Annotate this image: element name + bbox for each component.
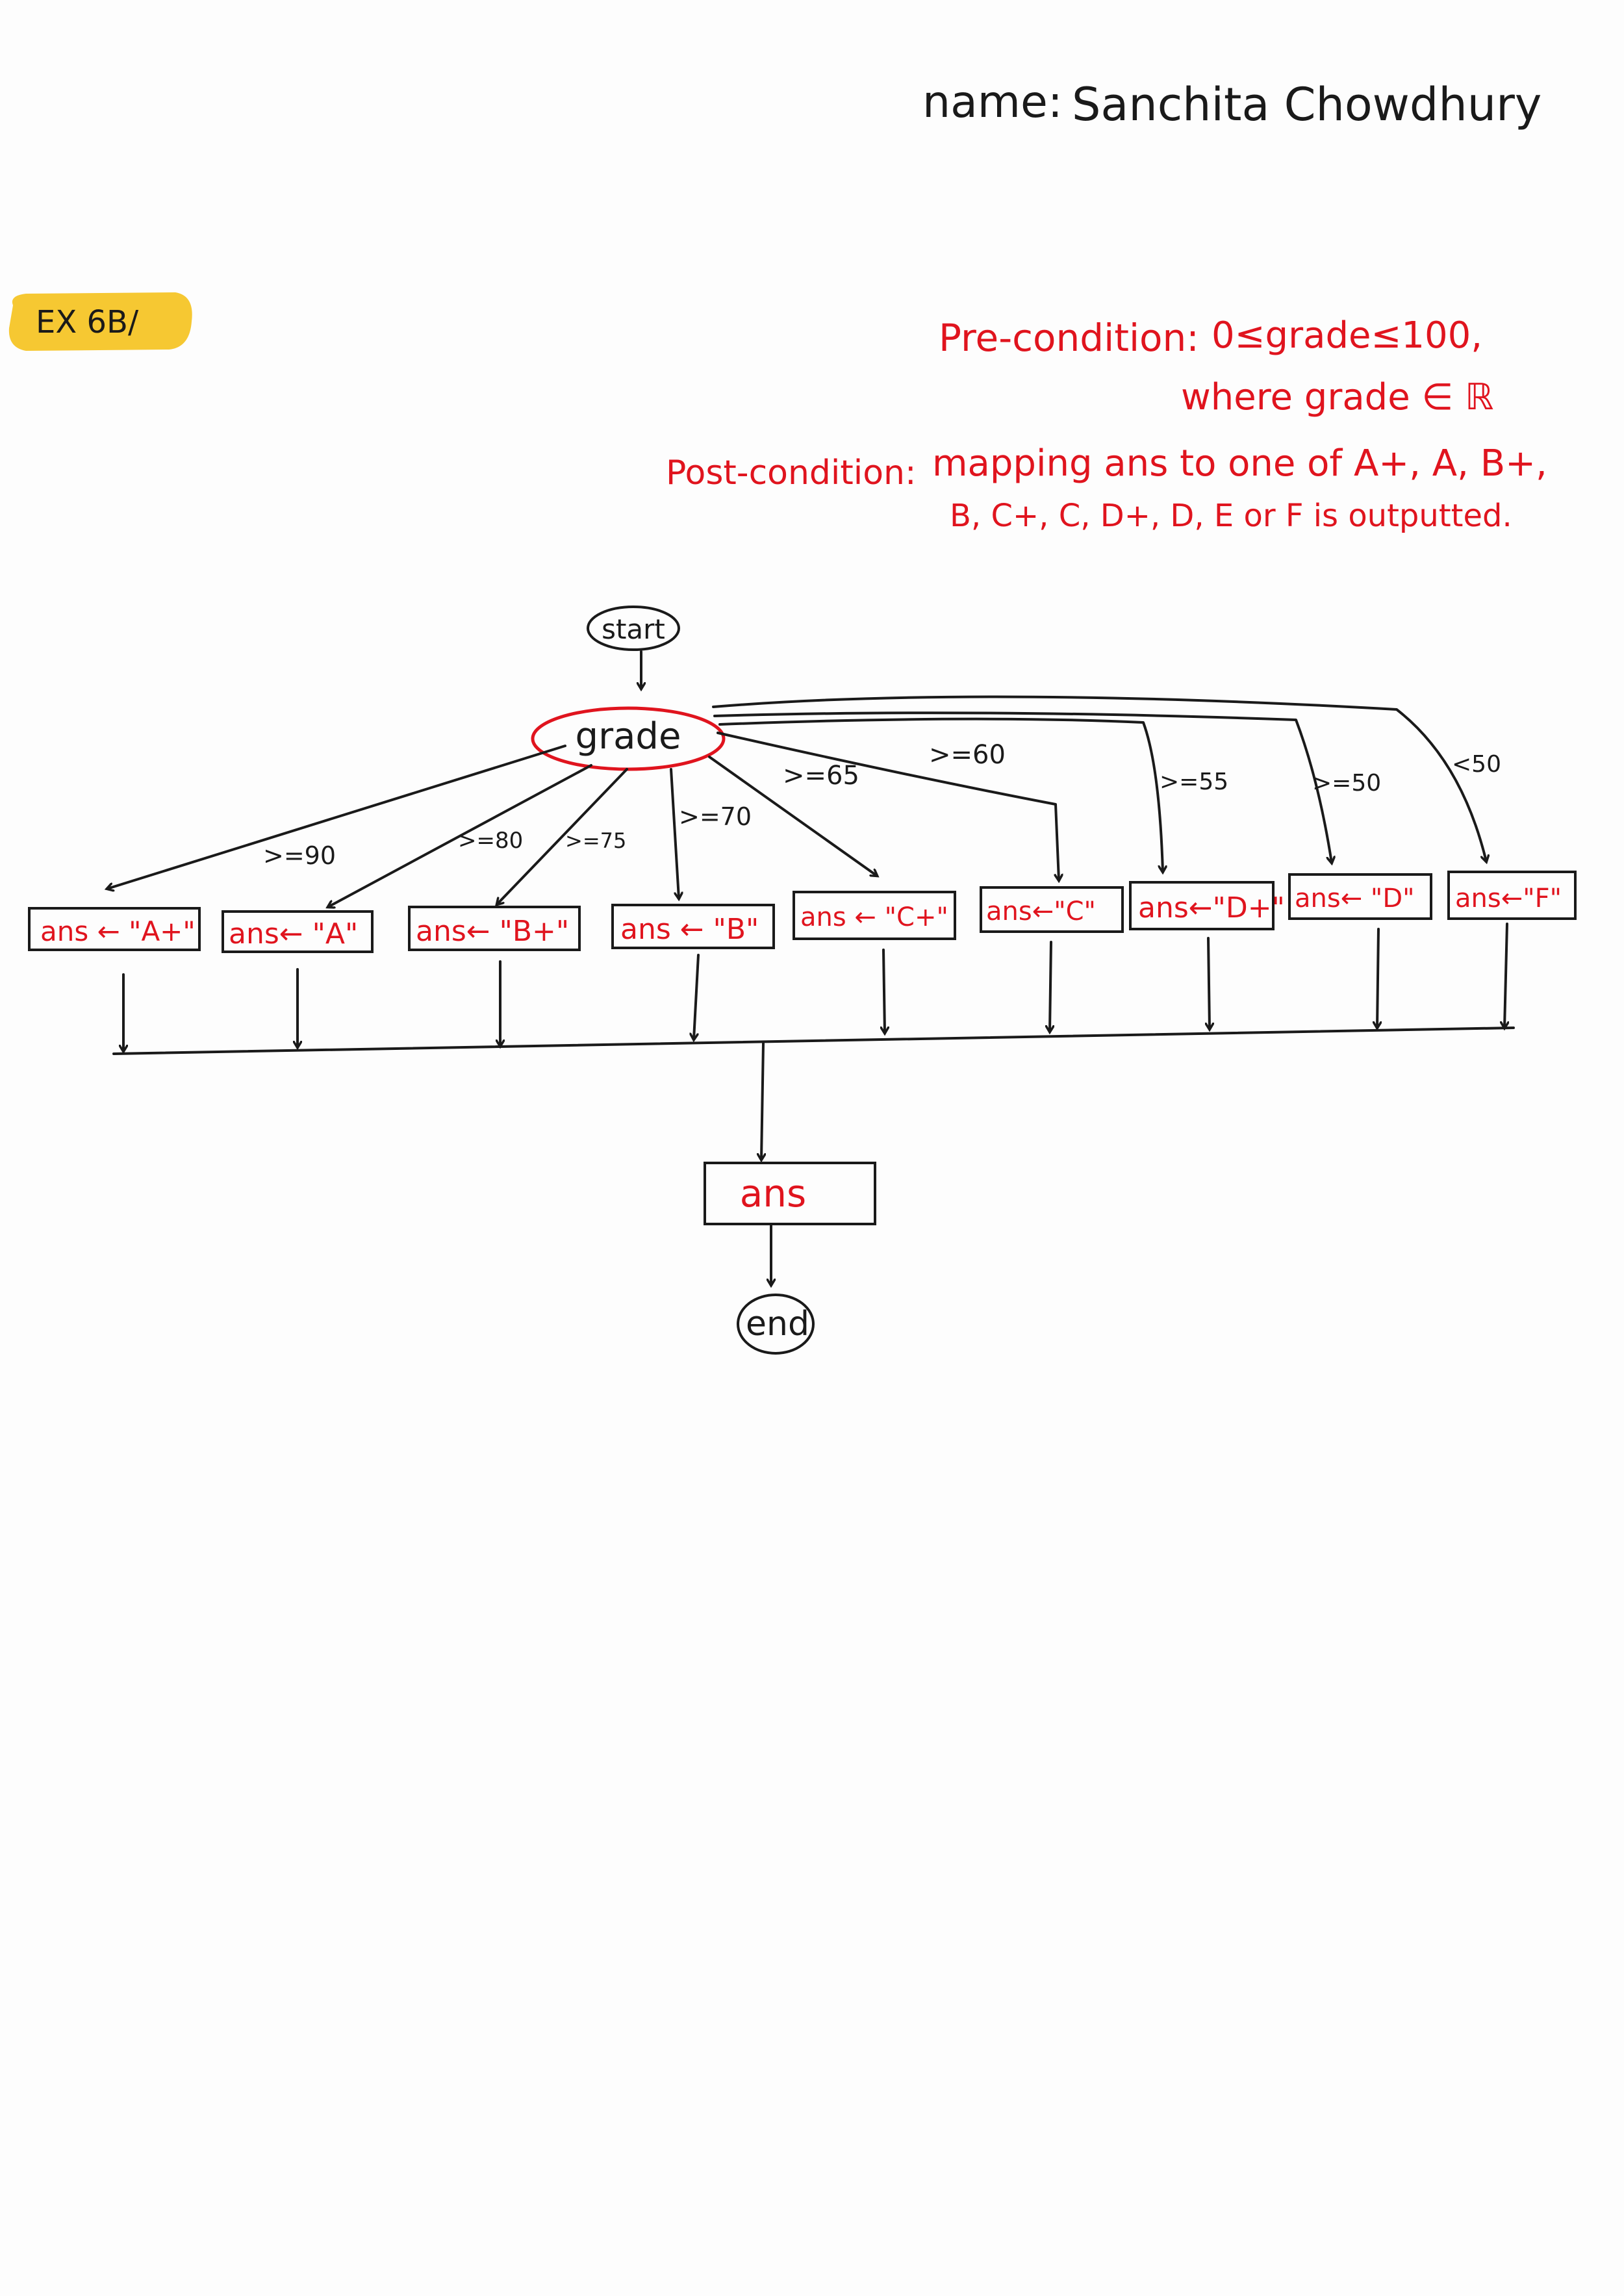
condition-a-plus: >=90	[263, 841, 336, 870]
merge-arrow-d-plus	[1208, 937, 1210, 1029]
action-box-d: ans← "D"	[1288, 873, 1432, 920]
condition-b-plus: >=75	[565, 828, 626, 853]
action-c-plus-text: ans ← "C+"	[800, 902, 948, 932]
student-name: Sanchita Chowdhury	[1072, 78, 1542, 131]
branch-arrow-a-plus	[107, 745, 566, 889]
action-box-a: ans← "A"	[222, 910, 374, 953]
condition-f: <50	[1452, 751, 1501, 778]
start-node: start	[587, 606, 680, 651]
exercise-tag-text: EX 6B/	[36, 304, 139, 340]
branch-arrow-b-plus	[497, 768, 628, 904]
merge-to-output-arrow	[761, 1042, 763, 1160]
action-a-text: ans← "A"	[229, 917, 358, 950]
action-a-plus-text: ans ← "A+"	[40, 915, 196, 947]
branch-arrow-c-plus	[708, 756, 877, 876]
action-d-text: ans← "D"	[1295, 884, 1415, 913]
branch-arrow-a	[328, 764, 592, 907]
merge-arrow-f	[1504, 923, 1507, 1028]
post-condition-line2: B, C+, C, D+, D, E or F is outputted.	[950, 498, 1512, 534]
branch-arrow-d	[713, 711, 1332, 863]
merge-arrow-c	[1050, 941, 1051, 1032]
action-d-plus-text: ans←"D+"	[1138, 891, 1285, 925]
output-label: ans	[740, 1171, 807, 1216]
branch-arrow-c	[717, 732, 1059, 880]
condition-c-plus: >=65	[783, 761, 859, 791]
merge-line	[112, 1027, 1515, 1055]
action-box-d-plus: ans←"D+"	[1129, 881, 1285, 930]
action-box-f: ans←"F"	[1447, 871, 1577, 920]
condition-d: >=50	[1312, 770, 1381, 797]
merge-arrow-b	[694, 954, 700, 1040]
branch-arrow-d-plus	[718, 717, 1163, 872]
grade-label: grade	[576, 715, 681, 758]
branch-arrow-f	[712, 695, 1486, 861]
merge-arrows	[112, 923, 1515, 1055]
action-b-text: ans ← "B"	[620, 913, 759, 946]
action-box-c: ans←"C"	[980, 886, 1124, 933]
action-box-b: ans ← "B"	[611, 904, 775, 949]
merge-arrow-d	[1377, 928, 1378, 1028]
post-condition-line1: mapping ans to one of A+, A, B+,	[932, 442, 1547, 485]
action-b-plus-text: ans← "B+"	[416, 915, 569, 948]
action-boxes: ans ← "A+" ans← "A" ans← "B+" ans ← "B" …	[28, 871, 1577, 953]
end-node: end	[737, 1294, 815, 1355]
name-label: name:	[922, 77, 1063, 128]
grade-node: grade	[531, 706, 726, 771]
condition-a: >=80	[458, 828, 523, 854]
condition-b: >=70	[679, 802, 752, 831]
branch-conditions: >=90 >=80 >=75 >=70 >=65 >=60 >=55 >=50 …	[263, 740, 1501, 870]
action-f-text: ans←"F"	[1455, 884, 1562, 913]
start-label: start	[602, 613, 665, 645]
action-box-c-plus: ans ← "C+"	[793, 891, 956, 940]
branch-arrow-b	[670, 768, 679, 899]
highlight-mark	[8, 292, 192, 351]
pre-condition-line2: where grade ∈ ℝ	[1181, 376, 1493, 418]
condition-d-plus: >=55	[1160, 769, 1228, 795]
post-condition-label: Post-condition:	[666, 453, 917, 492]
exercise-tag: EX 6B/	[8, 292, 192, 351]
action-box-a-plus: ans ← "A+"	[28, 907, 201, 951]
merge-arrow-c-plus	[883, 949, 885, 1033]
condition-c: >=60	[929, 740, 1006, 770]
end-label: end	[746, 1305, 809, 1344]
pre-condition-line1: 0≤grade≤100,	[1212, 314, 1482, 357]
output-node: ans	[704, 1162, 876, 1225]
action-c-text: ans←"C"	[986, 897, 1096, 926]
pre-condition-label: Pre-condition:	[939, 316, 1199, 360]
action-box-b-plus: ans← "B+"	[408, 906, 581, 951]
branch-arrows	[107, 695, 1486, 907]
